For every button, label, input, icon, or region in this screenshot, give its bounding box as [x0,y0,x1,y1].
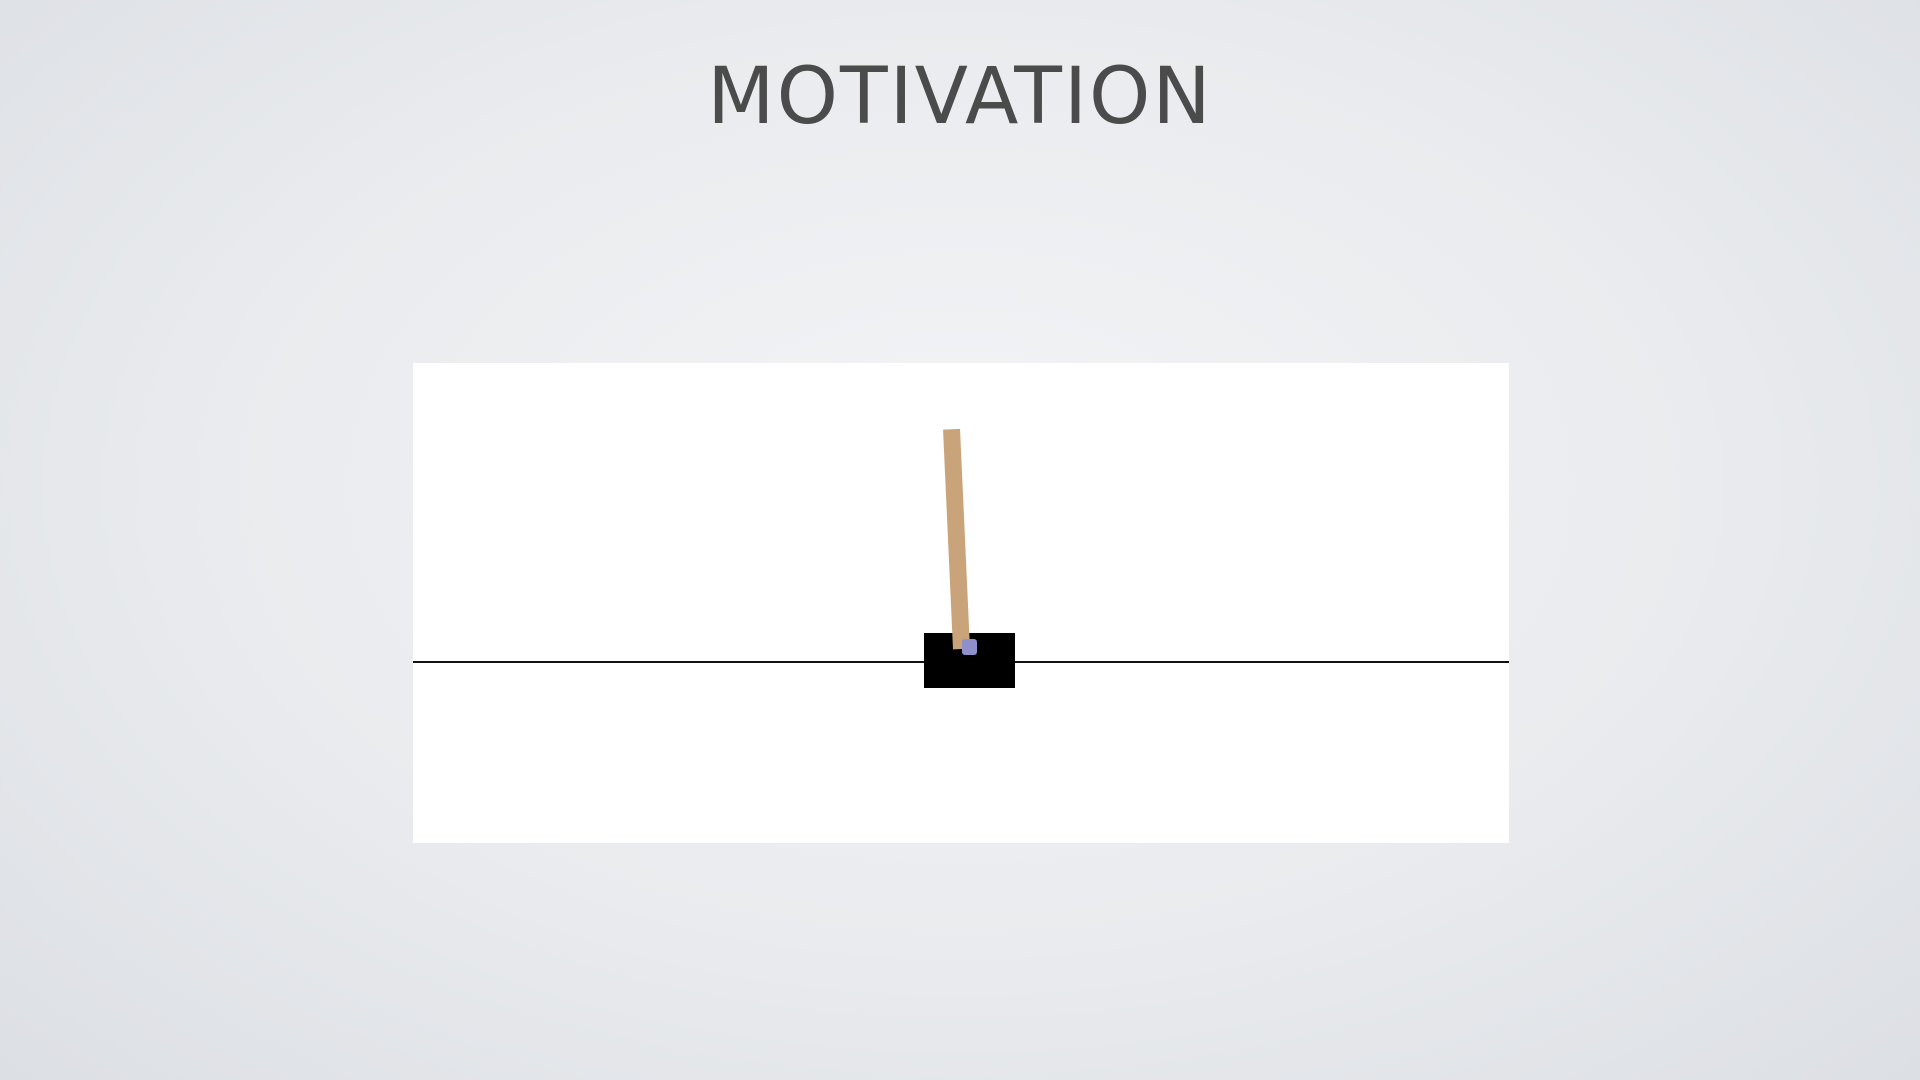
axle-joint [962,639,977,655]
pole [943,428,970,650]
cartpole-render-frame [413,363,1509,843]
slide-title: MOTIVATION [707,52,1213,142]
